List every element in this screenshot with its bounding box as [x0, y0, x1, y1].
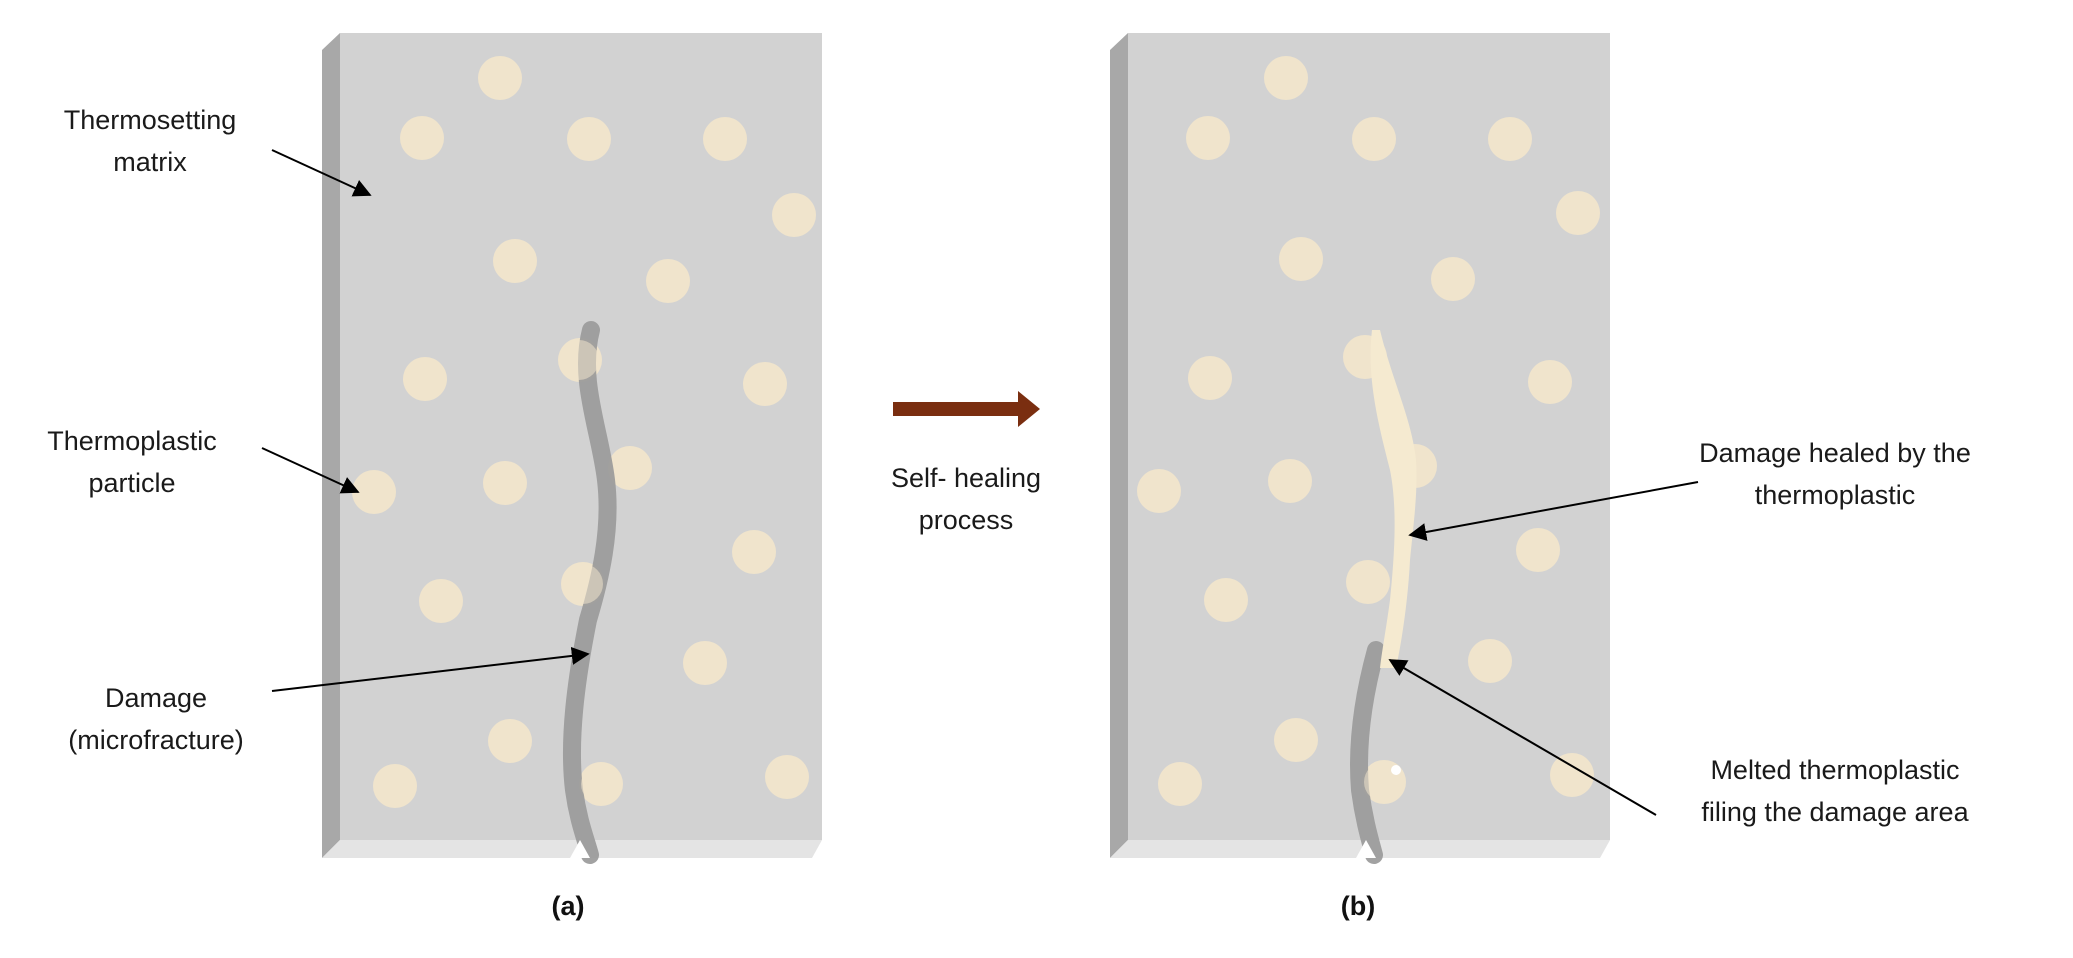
process-arrow-head: [1018, 391, 1040, 427]
healed-thermoplastic-region: [1370, 330, 1417, 668]
crack-notch: [570, 840, 590, 858]
label-melted-line1: Melted thermoplastic: [1710, 755, 1959, 785]
label-healed-line2: thermoplastic: [1755, 480, 1916, 510]
panel-a: [322, 33, 822, 864]
label-damage-line2: (microfracture): [68, 725, 244, 755]
thermoplastic-particle: [772, 193, 816, 237]
caption-b: (b): [1341, 891, 1375, 921]
thermoplastic-particle: [567, 117, 611, 161]
thermoplastic-particle: [1556, 191, 1600, 235]
leader-lines: [261, 149, 1699, 816]
thermoplastic-particle: [1204, 578, 1248, 622]
microfracture-crack: [562, 321, 617, 864]
caption-a: (a): [552, 891, 585, 921]
thermoplastic-particle: [373, 764, 417, 808]
thermoplastic-particle: [419, 579, 463, 623]
leader-damage: [271, 646, 590, 692]
thermoplastic-particle: [1264, 56, 1308, 100]
label-melted-line2: filing the damage area: [1701, 797, 1969, 827]
thermoplastic-particle: [352, 470, 396, 514]
remaining-crack: [1350, 641, 1385, 864]
thermoplastic-particle: [683, 641, 727, 685]
panel-a-bottom: [322, 840, 822, 858]
thermoplastic-particle: [559, 340, 599, 380]
leader-thermoplastic-particle: [261, 447, 360, 494]
thermoplastic-particle: [488, 719, 532, 763]
thermoplastic-particle: [1431, 257, 1475, 301]
thermoplastic-particle: [1528, 360, 1572, 404]
panel-b-side: [1110, 33, 1128, 858]
thermoplastic-particle: [743, 362, 787, 406]
leader-melted-thermoplastic: [1388, 659, 1657, 816]
thermoplastic-particle: [563, 564, 603, 604]
thermoplastic-particle: [493, 239, 537, 283]
thermoplastic-particle: [1352, 117, 1396, 161]
label-healed-line1: Damage healed by the: [1699, 438, 1971, 468]
melted-droplet: [1391, 765, 1401, 775]
label-thermosetting-line1: Thermosetting: [64, 105, 237, 135]
thermoplastic-particle: [608, 446, 652, 490]
thermoplastic-particle: [581, 764, 621, 804]
thermoplastic-particle: [646, 259, 690, 303]
process-arrow: [893, 391, 1040, 427]
labels: Thermosetting matrix Thermoplastic parti…: [47, 105, 1971, 921]
thermoplastic-particle: [765, 755, 809, 799]
process-arrow-shaft: [893, 402, 1023, 416]
thermoplastic-particle: [732, 530, 776, 574]
thermoplastic-particle: [1188, 356, 1232, 400]
panel-b: [1110, 33, 1610, 864]
panel-a-side: [322, 33, 340, 858]
panel-b-particles: [1137, 56, 1600, 806]
label-thermosetting-line2: matrix: [113, 147, 187, 177]
label-damage-line1: Damage: [105, 683, 207, 713]
thermoplastic-particle: [1158, 762, 1202, 806]
thermoplastic-particle: [1186, 116, 1230, 160]
thermoplastic-particle: [1279, 237, 1323, 281]
thermoplastic-particle: [1468, 639, 1512, 683]
thermoplastic-particle: [478, 56, 522, 100]
thermoplastic-particle: [1137, 469, 1181, 513]
thermoplastic-particle: [400, 116, 444, 160]
thermoplastic-particle: [403, 357, 447, 401]
thermoplastic-particle: [1516, 528, 1560, 572]
thermoplastic-particle: [483, 461, 527, 505]
label-process-line1: Self- healing: [891, 463, 1041, 493]
thermoplastic-particle: [1550, 753, 1594, 797]
panel-b-bottom: [1110, 840, 1610, 858]
label-thermoplastic-line1: Thermoplastic: [47, 426, 217, 456]
label-thermoplastic-line2: particle: [88, 468, 175, 498]
thermoplastic-particle: [703, 117, 747, 161]
label-process-line2: process: [919, 505, 1014, 535]
crack-notch: [1356, 840, 1376, 858]
thermoplastic-particle: [1346, 560, 1390, 604]
thermoplastic-particle: [1268, 459, 1312, 503]
thermoplastic-particle: [1274, 718, 1318, 762]
thermoplastic-particle: [1488, 117, 1532, 161]
leader-thermosetting-matrix: [271, 149, 372, 197]
leader-damage-healed: [1408, 481, 1699, 541]
